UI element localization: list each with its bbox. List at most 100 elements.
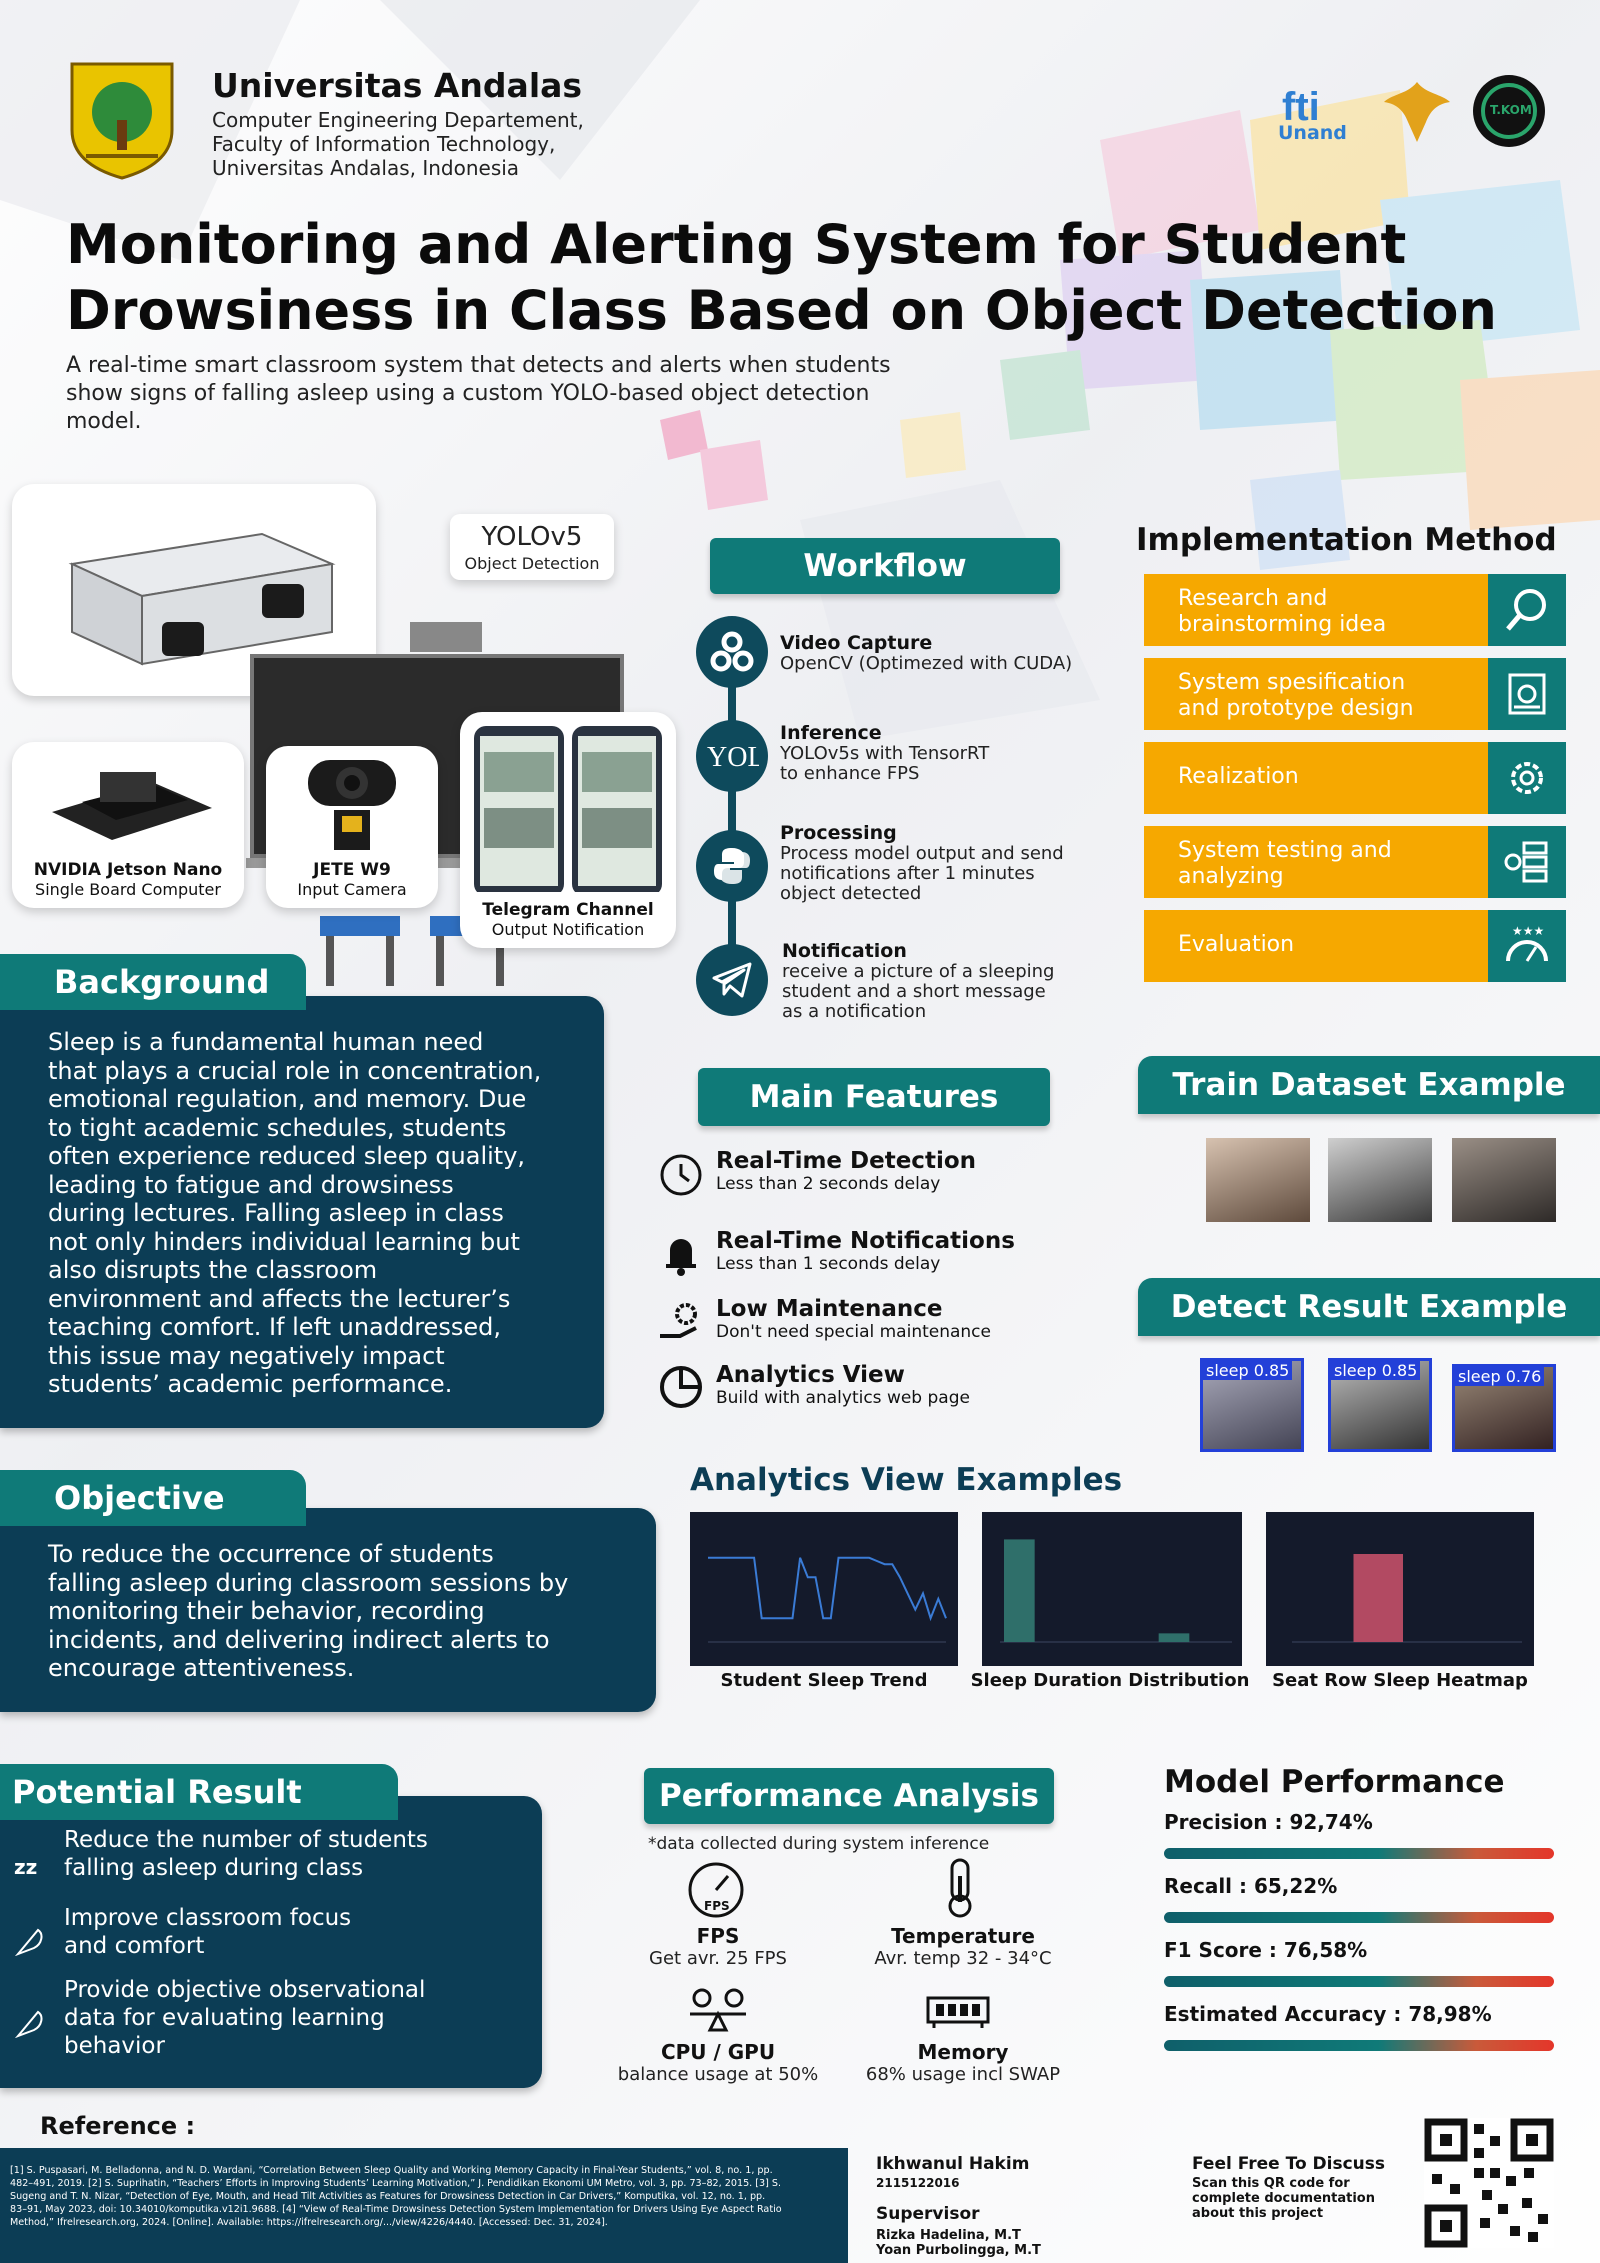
qr-line: about this project [1192, 2206, 1324, 2221]
yolo-logo-text: YOLOv5 [481, 522, 583, 552]
qr-text-block: Feel Free To Discuss Scan this QR code f… [1192, 2154, 1385, 2221]
tkom-logo: T.KOM [1470, 72, 1548, 150]
supervisor-label: Supervisor [876, 2204, 980, 2224]
reference-line: 83–91, May 2023, doi: 10.34010/komputika… [10, 2204, 782, 2215]
detect-image: sleep 0.85 [1200, 1358, 1304, 1452]
performance-item: Temperature Avr. temp 32 - 34°C [858, 1924, 1068, 1969]
feather-icon [15, 1928, 43, 1956]
distribution-bar [1004, 1539, 1035, 1642]
workflow-step-desc: YOLOv5s with TensorRT [780, 743, 990, 764]
feature-title: Real-Time Detection [716, 1148, 976, 1174]
potential-result-heading: Potential Result [0, 1764, 398, 1820]
feature-desc: Less than 1 seconds delay [716, 1254, 941, 1274]
implementation-step-label: analyzing [1178, 864, 1284, 889]
poster-title: Monitoring and Alerting System for Stude… [66, 212, 1546, 344]
gear-circuit-icon [1511, 762, 1543, 794]
train-image [1206, 1138, 1310, 1222]
distribution-bar [1158, 1633, 1190, 1642]
workflow-step-desc: notifications after 1 minutes [780, 863, 1035, 884]
author-block: Ikhwanul Hakim 2115122016 Supervisor Riz… [876, 2154, 1041, 2258]
subtitle-line: show signs of falling asleep using a cus… [66, 381, 870, 406]
jetson-nano-card: NVIDIA Jetson Nano Single Board Computer [12, 742, 244, 908]
metric-bar [1164, 1976, 1554, 1987]
fti-logo-text: Unand [1278, 122, 1347, 144]
qr-code-icon[interactable] [1424, 2118, 1554, 2248]
reference-line: Method,” Ifrelresearch.org, 2024. [Onlin… [10, 2217, 608, 2228]
sleep-distribution-chart [982, 1512, 1242, 1666]
metric-bar [1164, 2040, 1554, 2051]
feature-title: Analytics View [716, 1362, 905, 1388]
performance-desc: balance usage at 50% [617, 2064, 819, 2085]
sleep-trend-chart [690, 1512, 958, 1666]
svg-text:YOLO: YOLO [707, 742, 759, 773]
reference-line: 482–491, 2019. [2] S. Suprihatin, “Teach… [10, 2178, 782, 2189]
feature-title: Low Maintenance [716, 1296, 943, 1322]
workflow-step-desc: object detected [780, 883, 922, 904]
potential-item: Reduce the number of students falling as… [64, 1826, 428, 1882]
implementation-step: Research and brainstorming idea [1144, 574, 1566, 646]
implementation-step-label: System spesification [1178, 670, 1406, 695]
background-line: that plays a crucial role in concentrati… [48, 1056, 542, 1085]
qr-title: Feel Free To Discuss [1192, 2154, 1386, 2174]
magnifier-icon [1506, 589, 1546, 631]
background-line: Sleep is a fundamental human need [48, 1028, 484, 1056]
train-dataset-heading: Train Dataset Example [1138, 1056, 1600, 1114]
detect-image: sleep 0.76 [1452, 1364, 1556, 1452]
objective-line: falling asleep during classroom sessions… [48, 1568, 569, 1597]
workflow-step: Inference YOLOv5s with TensorRT to enhan… [780, 722, 1140, 784]
metric-label: Precision : 92,74% [1164, 1810, 1373, 1834]
objective-line: encourage attentiveness. [48, 1654, 355, 1682]
potential-line: behavior [64, 2033, 165, 2059]
workflow-step-title: Processing [780, 822, 897, 844]
thermometer-icon [948, 1858, 972, 1918]
background-line: teaching comfort. If left unaddressed, [48, 1313, 501, 1341]
background-panel: Sleep is a fundamental human need that p… [0, 996, 604, 1428]
performance-desc: Avr. temp 32 - 34°C [874, 1948, 1052, 1969]
telegram-desc: Output Notification [491, 920, 645, 939]
performance-note: *data collected during system inference [648, 1834, 990, 1854]
workflow-step-title: Video Capture [780, 632, 933, 654]
universitas-andalas-logo [70, 62, 174, 180]
objective-line: incidents, and delivering indirect alert… [48, 1625, 550, 1654]
feather-icon [15, 2010, 43, 2038]
heatmap-bar [1353, 1554, 1403, 1642]
sleep-zzz-icon: zz [14, 1855, 37, 1879]
main-features-heading: Main Features [698, 1068, 1050, 1126]
performance-desc: Get avr. 25 FPS [649, 1948, 787, 1969]
objective-panel: To reduce the occurrence of students fal… [0, 1508, 656, 1712]
jetson-board-icon [52, 772, 212, 840]
potential-line: Reduce the number of students [64, 1827, 428, 1853]
workflow-step-icon [696, 944, 768, 1016]
telegram-name: Telegram Channel [482, 900, 654, 920]
workflow-connector [728, 650, 736, 980]
opencv-icon [710, 631, 754, 672]
svg-text:zz: zz [14, 1855, 37, 1879]
implementation-step-label: Evaluation [1178, 932, 1295, 957]
workflow-step-desc: OpenCV (Optimezed with CUDA) [780, 653, 1073, 674]
background-line: also disrupts the classroom [48, 1256, 378, 1284]
memory-chip-icon [926, 1996, 990, 2028]
workflow-step: Processing Process model output and send… [780, 822, 1150, 904]
model-performance-heading: Model Performance [1164, 1764, 1505, 1800]
python-icon [714, 848, 750, 884]
feature-desc: Less than 2 seconds delay [716, 1174, 941, 1194]
objective-line: monitoring their behavior, recording [48, 1597, 485, 1625]
garuda-logo-icon [1384, 82, 1450, 142]
analytics-caption: Seat Row Sleep Heatmap [1272, 1670, 1528, 1691]
yolo-icon: YOLO [707, 742, 759, 773]
potential-line: Improve classroom focus [64, 1905, 352, 1931]
implementation-step-label: Research and [1178, 586, 1328, 611]
background-line: emotional regulation, and memory. Due [48, 1085, 527, 1113]
workflow-step-title: Inference [780, 722, 882, 744]
performance-title: Memory [917, 2040, 1009, 2064]
metric-item: Precision : 92,74% [1164, 1810, 1554, 1859]
detect-label: sleep 0.85 [1203, 1361, 1293, 1380]
camera-desc: Input Camera [297, 880, 407, 899]
pie-chart-icon [660, 1366, 702, 1408]
svg-text:★★★: ★★★ [1512, 924, 1544, 938]
background-heading: Background [0, 954, 306, 1010]
device-case-icon [68, 532, 336, 666]
performance-title: CPU / GPU [660, 2040, 776, 2064]
implementation-step: Evaluation ★★★ [1144, 910, 1566, 982]
clock-refresh-icon [660, 1154, 702, 1196]
